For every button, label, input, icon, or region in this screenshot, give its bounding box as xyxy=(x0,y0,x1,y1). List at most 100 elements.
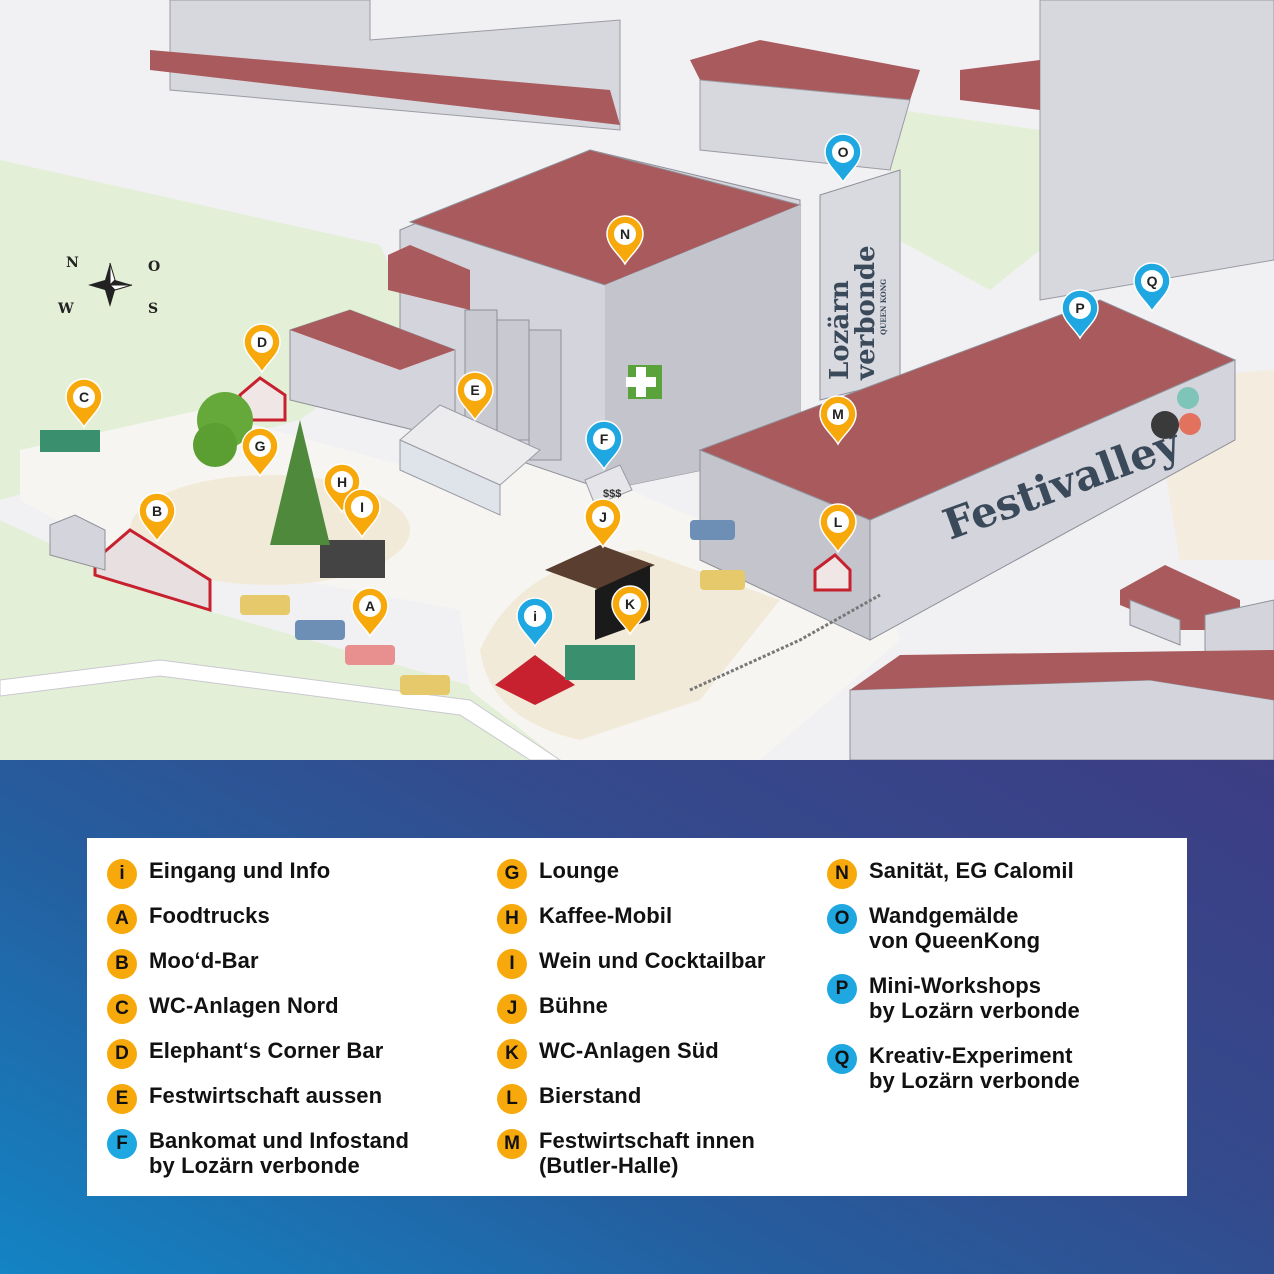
compass-w: W xyxy=(57,301,74,317)
map-pin-label: G xyxy=(255,438,266,454)
map-pin-label: B xyxy=(152,503,162,519)
building-north-east xyxy=(1039,0,1274,301)
foodtruck-4 xyxy=(400,675,450,695)
legend-badge-H: H xyxy=(497,904,527,934)
map-pin-center xyxy=(1141,270,1163,292)
bierstand-hut xyxy=(813,553,852,592)
map-pin-center xyxy=(331,471,353,493)
map-pin-label: H xyxy=(337,474,347,490)
tower-sign-line1: Lozärn xyxy=(825,280,855,380)
map-pin-center xyxy=(827,511,849,533)
map-pin-M[interactable]: M xyxy=(819,395,857,446)
festivalley-logo-music-icon xyxy=(1179,413,1201,435)
legend-badge-J: J xyxy=(497,994,527,1024)
foodtruck-1 xyxy=(240,595,290,615)
grass-north xyxy=(880,110,1040,290)
legend-badge-B: B xyxy=(107,949,137,979)
stage-roof xyxy=(545,545,655,590)
map-pin-label: P xyxy=(1075,300,1084,316)
legend-badge-Q: Q xyxy=(827,1044,857,1074)
map-pin-label: C xyxy=(79,389,89,405)
map-pin-B[interactable]: B xyxy=(138,492,176,543)
legend-item-D: D Elephant‘s Corner Bar xyxy=(107,1038,437,1069)
map-pin-center xyxy=(73,386,95,408)
tower-sign-line2: verbonde xyxy=(851,246,881,382)
map-pin-center xyxy=(464,379,486,401)
truck-east xyxy=(690,520,735,540)
legend-label-M: Festwirtschaft innen (Butler-Halle) xyxy=(539,1128,755,1178)
map-pin-I[interactable]: I xyxy=(343,488,381,539)
legend-badge-O: O xyxy=(827,904,857,934)
map-pin-K[interactable]: K xyxy=(611,585,649,636)
map-pin-center xyxy=(524,605,546,627)
first-aid-cross-icon xyxy=(626,367,656,397)
west-annex-roof xyxy=(290,310,455,370)
map-pin-center xyxy=(249,435,271,457)
map-pin-L[interactable]: L xyxy=(819,503,857,554)
foodtruck-3 xyxy=(345,645,395,665)
roof-north-center xyxy=(690,40,920,100)
legend-badge-L: L xyxy=(497,1084,527,1114)
map-pin-Q[interactable]: Q xyxy=(1133,262,1171,313)
legend-badge-G: G xyxy=(497,859,527,889)
map-pin-E[interactable]: E xyxy=(456,371,494,422)
legend-label-C: WC-Anlagen Nord xyxy=(149,993,339,1018)
legend-item-J: J Bühne xyxy=(497,993,827,1024)
legend-badge-P: P xyxy=(827,974,857,1004)
map-pin-i[interactable]: i xyxy=(516,597,554,648)
fence-stage xyxy=(689,593,881,692)
map-pin-label: i xyxy=(533,608,537,624)
tent-festwirtschaft-wall xyxy=(399,439,501,516)
pine-tree xyxy=(270,420,330,545)
building-east-small xyxy=(1129,599,1181,646)
legend-badge-i: i xyxy=(107,859,137,889)
hut-west xyxy=(49,514,106,571)
festival-map: Lozärn verbonde QUEEN KONG Festivalley xyxy=(0,0,1274,760)
legend-label-O: Wandgemälde von QueenKong xyxy=(869,903,1041,953)
queenkong-sign: QUEEN KONG xyxy=(879,279,888,335)
atm-kiosk xyxy=(584,464,633,506)
map-pin-label: E xyxy=(470,382,479,398)
map-pin-J[interactable]: J xyxy=(584,498,622,549)
building-south-east xyxy=(849,679,1274,760)
map-pin-center xyxy=(619,593,641,615)
map-pin-O[interactable]: O xyxy=(824,133,862,184)
legend-badge-D: D xyxy=(107,1039,137,1069)
legend-label-J: Bühne xyxy=(539,993,608,1018)
map-pin-P[interactable]: P xyxy=(1061,289,1099,340)
legend-label-I: Wein und Cocktailbar xyxy=(539,948,766,973)
legend-badge-F: F xyxy=(107,1129,137,1159)
festivalley-logo-cocktail-icon xyxy=(1177,387,1199,409)
map-pin-label: F xyxy=(600,431,609,447)
wc-sued xyxy=(565,645,635,680)
map-pin-N[interactable]: N xyxy=(606,215,644,266)
wc-nord xyxy=(40,430,100,452)
grass-west xyxy=(0,160,420,500)
roof-north-west xyxy=(150,50,620,125)
legend-label-i: Eingang und Info xyxy=(149,858,331,883)
map-pin-D[interactable]: D xyxy=(243,323,281,374)
legend-label-D: Elephant‘s Corner Bar xyxy=(149,1038,384,1063)
legend-label-N: Sanität, EG Calomil xyxy=(869,858,1074,883)
legend-item-O: O Wandgemälde von QueenKong xyxy=(827,903,1157,953)
roof-north-east xyxy=(960,60,1040,110)
map-pin-F[interactable]: F xyxy=(585,420,623,471)
legend-item-C: C WC-Anlagen Nord xyxy=(107,993,437,1024)
map-pin-G[interactable]: G xyxy=(241,427,279,478)
main-building-side xyxy=(605,205,800,490)
legend-badge-C: C xyxy=(107,994,137,1024)
map-pin-C[interactable]: C xyxy=(65,378,103,429)
map-pin-center xyxy=(251,331,273,353)
kaffee-truck xyxy=(700,570,745,590)
compass-n: N xyxy=(66,255,79,271)
map-pin-A[interactable]: A xyxy=(351,587,389,638)
map-pin-center xyxy=(593,428,615,450)
